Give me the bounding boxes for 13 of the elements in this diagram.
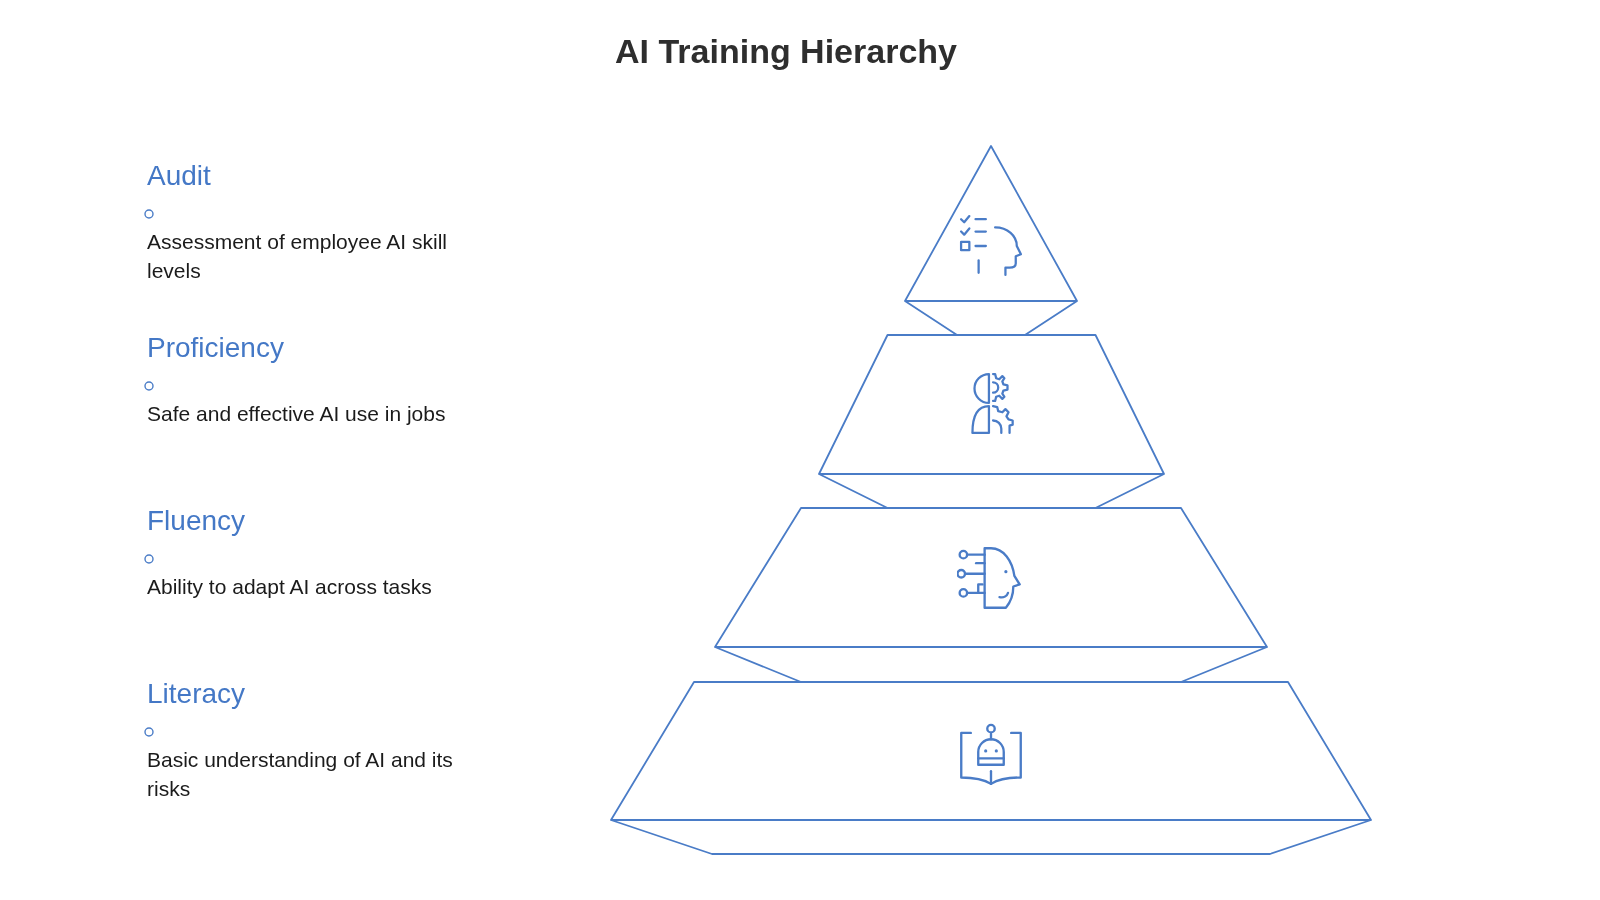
pyramid-tier — [611, 682, 1371, 854]
tier-heading: Proficiency — [147, 331, 284, 365]
pyramid-tier — [715, 508, 1267, 682]
diagram-title: AI Training Hierarchy — [615, 31, 957, 72]
tier-description: Safe and effective AI use in jobs — [147, 401, 447, 427]
tier-heading: Fluency — [147, 504, 246, 538]
tier-description: Assessment of employee AI skill levels — [147, 229, 448, 284]
pyramid-apex — [905, 146, 1077, 335]
tier-heading: Literacy — [147, 677, 246, 711]
pyramid-tier — [818, 335, 1164, 508]
tier-description: Ability to adapt AI across tasks — [147, 574, 433, 600]
tier-description: Basic understanding of AI and its risks — [147, 747, 454, 802]
tier-heading: Audit — [147, 159, 211, 193]
